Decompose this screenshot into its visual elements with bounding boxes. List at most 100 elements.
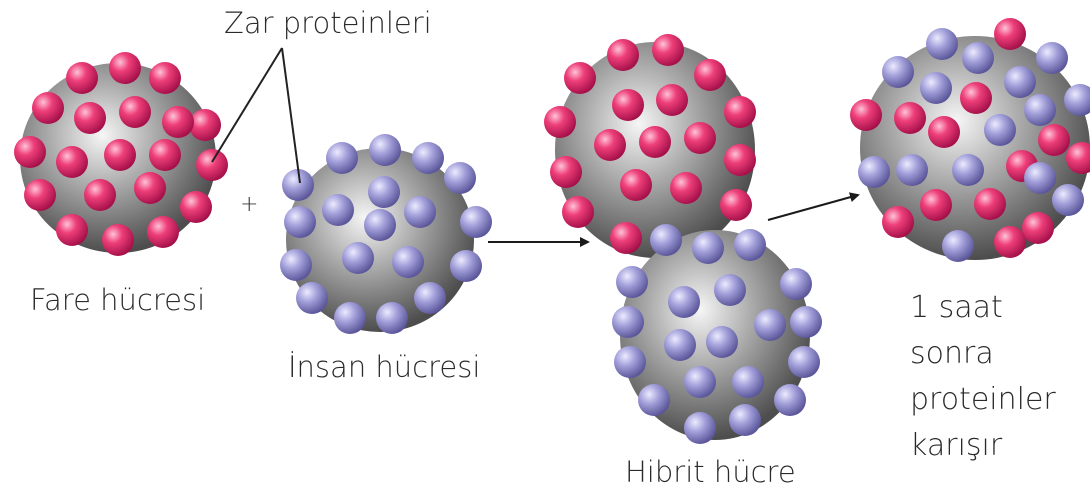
human-protein (732, 366, 764, 398)
mouse-protein (656, 84, 688, 116)
mouse-protein (850, 99, 882, 131)
mouse-protein (684, 122, 716, 154)
human-protein (664, 329, 696, 361)
mouse-protein (639, 126, 671, 158)
human-protein (369, 134, 401, 166)
human-protein (780, 268, 812, 300)
human-protein (754, 309, 786, 341)
human-protein (326, 142, 358, 174)
human-protein (1052, 184, 1084, 216)
mouse-protein (994, 226, 1026, 258)
human-protein (334, 302, 366, 334)
human-protein (368, 176, 400, 208)
human-protein (729, 404, 761, 436)
mouse-cell-label: Fare hücresi (30, 283, 205, 317)
human-protein (392, 246, 424, 278)
human-protein (614, 346, 646, 378)
mouse-protein (620, 169, 652, 201)
human-protein (668, 286, 700, 318)
human-protein (962, 42, 994, 74)
human-protein (774, 384, 806, 416)
mouse-protein (102, 224, 134, 256)
human-protein (942, 230, 974, 262)
human-protein (1004, 66, 1036, 98)
mouse-protein (994, 18, 1026, 50)
mouse-protein (610, 222, 642, 254)
mouse-protein (724, 96, 756, 128)
mouse-protein (134, 172, 166, 204)
human-protein (616, 266, 648, 298)
mouse-protein (1038, 124, 1070, 156)
human-protein (858, 156, 890, 188)
membrane-proteins-label: Zar proteinleri (224, 6, 432, 40)
human-protein (638, 384, 670, 416)
mouse-protein (974, 188, 1006, 220)
human-protein (1024, 162, 1056, 194)
mixed-proteins-label: 1 saat sonra proteinler karışır (910, 285, 1056, 469)
pointer-line-mouse (212, 48, 282, 162)
mouse-protein (149, 62, 181, 94)
mouse-protein (119, 96, 151, 128)
mouse-protein (670, 172, 702, 204)
plus-sign: + (240, 192, 258, 217)
human-protein (412, 142, 444, 174)
human-protein (612, 306, 644, 338)
human-protein (984, 114, 1016, 146)
mouse-protein (544, 106, 576, 138)
human-protein (450, 250, 482, 282)
mouse-protein (24, 179, 56, 211)
human-protein (882, 56, 914, 88)
mouse-protein (104, 139, 136, 171)
mouse-protein (196, 149, 228, 181)
arrow-to-mixed (768, 195, 858, 220)
human-protein (734, 229, 766, 261)
human-protein (684, 366, 716, 398)
mouse-protein (1022, 212, 1054, 244)
mouse-protein (84, 179, 116, 211)
human-protein (460, 206, 492, 238)
mouse-protein (724, 144, 756, 176)
mouse-protein (180, 191, 212, 223)
human-protein (414, 282, 446, 314)
mouse-protein (32, 92, 64, 124)
mouse-protein (894, 102, 926, 134)
mouse-protein (594, 129, 626, 161)
mouse-protein (920, 189, 952, 221)
human-protein (952, 154, 984, 186)
mouse-protein (564, 62, 596, 94)
mouse-protein (607, 39, 639, 71)
human-protein (650, 224, 682, 256)
human-cell-label: İnsan hücresi (288, 350, 480, 384)
mouse-protein (66, 62, 98, 94)
mouse-protein (109, 52, 141, 84)
mouse-protein (550, 156, 582, 188)
human-protein (342, 242, 374, 274)
human-protein (1036, 42, 1068, 74)
mouse-protein (960, 82, 992, 114)
mouse-protein (694, 59, 726, 91)
mouse-protein (720, 189, 752, 221)
human-protein (1024, 94, 1056, 126)
mouse-protein (928, 116, 960, 148)
mouse-protein (189, 109, 221, 141)
human-protein (280, 249, 312, 281)
human-protein (284, 206, 316, 238)
mouse-protein (147, 216, 179, 248)
human-protein (788, 346, 820, 378)
mouse-protein (562, 196, 594, 228)
hybrid-cell-label: Hibrit hücre (625, 455, 796, 489)
human-protein (896, 154, 928, 186)
mouse-protein (14, 136, 46, 168)
human-protein (790, 306, 822, 338)
human-protein (376, 302, 408, 334)
human-protein (926, 28, 958, 60)
mouse-protein (652, 34, 684, 66)
human-protein (920, 72, 952, 104)
mouse-protein (56, 146, 88, 178)
mouse-protein (882, 206, 914, 238)
mouse-protein (74, 102, 106, 134)
human-protein (296, 282, 328, 314)
pointer-line-human (282, 48, 300, 183)
human-protein (692, 232, 724, 264)
human-protein (364, 209, 396, 241)
